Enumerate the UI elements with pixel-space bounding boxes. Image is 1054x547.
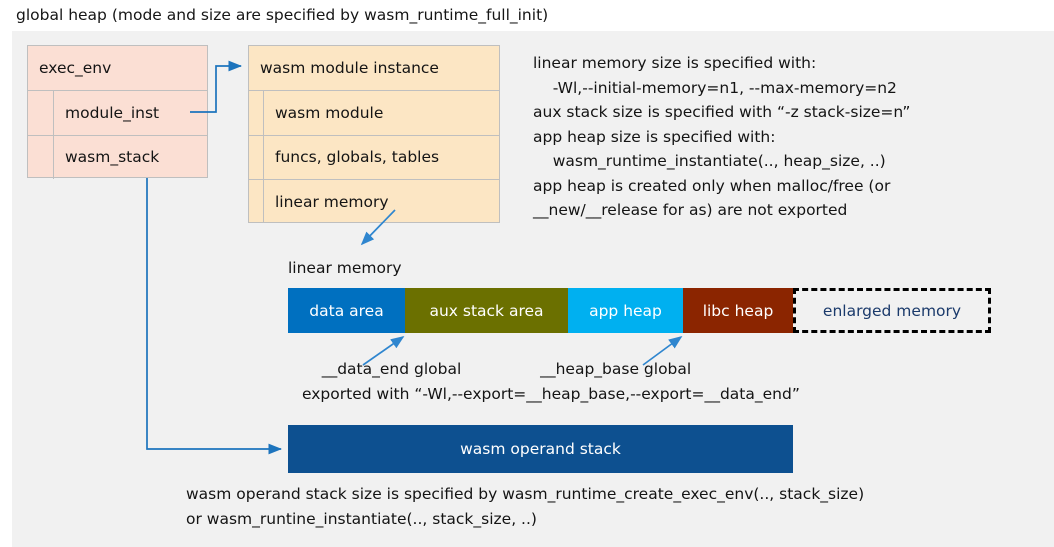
memory-segment-app-heap: app heap bbox=[568, 288, 683, 333]
linear-memory-notes: linear memory size is specified with: -W… bbox=[533, 54, 911, 219]
memory-segment-label: aux stack area bbox=[429, 301, 544, 320]
memory-segment-label: libc heap bbox=[702, 301, 774, 320]
memory-segment-data-area: data area bbox=[288, 288, 405, 333]
wasm-module-label: wasm module bbox=[275, 103, 384, 122]
exec-env-row-module-inst: module_inst bbox=[28, 90, 207, 135]
module-instance-label: wasm module instance bbox=[260, 59, 439, 78]
wasm-operand-stack-box: wasm operand stack bbox=[288, 425, 793, 473]
memory-segment-label: data area bbox=[309, 301, 384, 320]
memory-segment-enlarged-memory: enlarged memory bbox=[793, 288, 991, 333]
module-instance-row-title: wasm module instance bbox=[249, 46, 499, 90]
module-instance-row-funcs: funcs, globals, tables bbox=[249, 134, 499, 179]
exec-env-label: exec_env bbox=[39, 59, 112, 78]
globals-export-note: __data_end global __heap_base global exp… bbox=[302, 360, 800, 403]
wasm-module-instance-box: wasm module instance wasm module funcs, … bbox=[248, 45, 500, 224]
module-instance-row-linear-memory: linear memory bbox=[249, 178, 499, 224]
memory-segment-label: enlarged memory bbox=[822, 301, 962, 320]
exec-env-row-wasm-stack: wasm_stack bbox=[28, 134, 207, 179]
wasm-stack-label: wasm_stack bbox=[65, 148, 160, 167]
indent-gutter bbox=[249, 91, 264, 135]
page-title: global heap (mode and size are specified… bbox=[16, 6, 549, 24]
memory-segment-libc-heap: libc heap bbox=[683, 288, 793, 333]
wasm-operand-stack-label: wasm operand stack bbox=[460, 440, 621, 458]
module-instance-row-wasm-module: wasm module bbox=[249, 90, 499, 135]
linear-memory-bar: data area aux stack area app heap libc heap… bbox=[288, 288, 991, 333]
indent-gutter bbox=[249, 135, 264, 179]
linear-memory-bar-label: linear memory bbox=[288, 259, 402, 277]
module-inst-label: module_inst bbox=[65, 103, 160, 122]
operand-stack-note: wasm operand stack size is specified by … bbox=[186, 485, 865, 528]
indent-gutter bbox=[249, 179, 264, 224]
memory-segment-label: app heap bbox=[589, 301, 662, 320]
memory-segment-aux-stack-area: aux stack area bbox=[405, 288, 568, 333]
indent-gutter bbox=[28, 91, 54, 135]
indent-gutter bbox=[28, 135, 54, 179]
funcs-globals-tables-label: funcs, globals, tables bbox=[275, 148, 440, 167]
exec-env-box: exec_env module_inst wasm_stack bbox=[27, 45, 208, 179]
exec-env-row-title: exec_env bbox=[28, 46, 207, 90]
linear-memory-row-label: linear memory bbox=[275, 192, 389, 211]
